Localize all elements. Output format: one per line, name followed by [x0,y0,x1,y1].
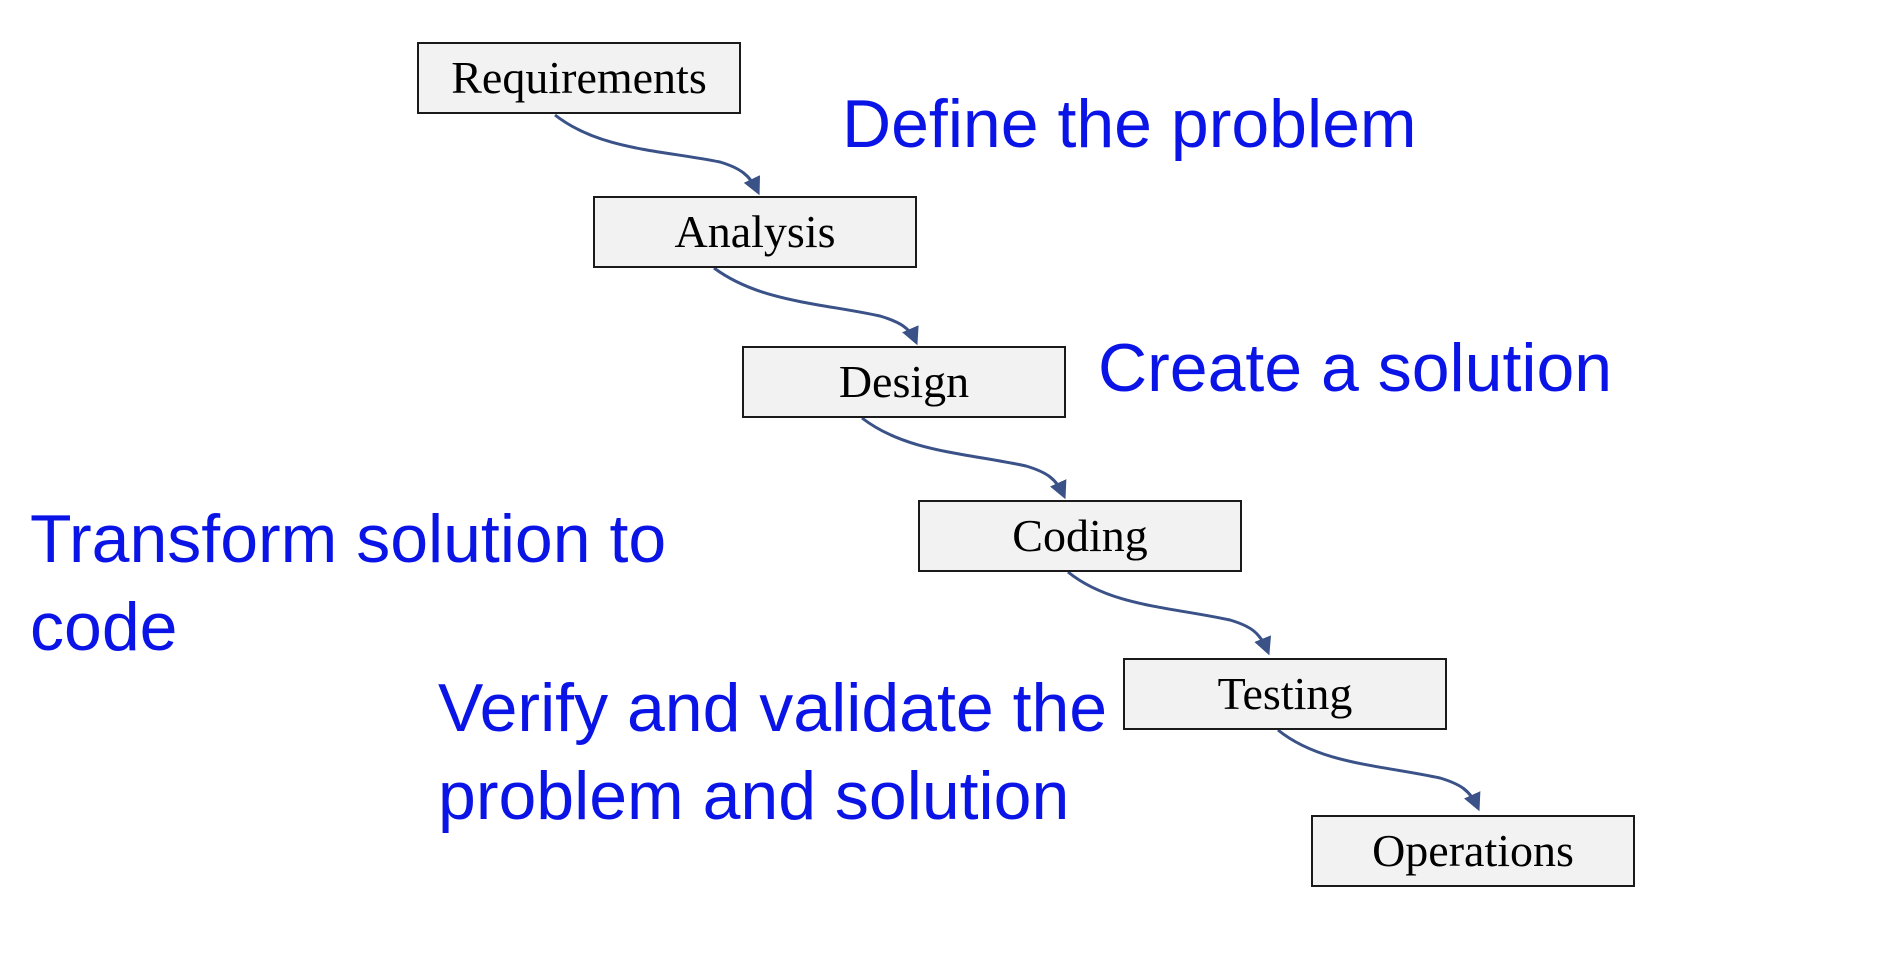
arrow-design-to-coding [861,416,1067,500]
annotation-transform-line2: code [30,589,178,665]
stage-operations: Operations [1311,815,1635,887]
stage-requirements: Requirements [417,42,741,114]
stage-coding: Coding [918,500,1242,572]
annotation-transform-line1: Transform solution to [30,501,667,577]
annotation-verify-line1: Verify and validate the [438,670,1108,746]
arrow-analysis-to-design [713,266,919,346]
arrow-testing-to-operations [1277,728,1481,812]
stage-testing: Testing [1123,658,1447,730]
annotation-create-solution: Create a solution [1098,330,1613,406]
annotation-define-problem: Define the problem [842,86,1417,162]
stage-design: Design [742,346,1066,418]
annotation-verify-line2: problem and solution [438,758,1070,834]
stage-analysis: Analysis [593,196,917,268]
arrow-requirements-to-analysis [554,113,761,196]
arrow-coding-to-testing [1067,570,1272,656]
